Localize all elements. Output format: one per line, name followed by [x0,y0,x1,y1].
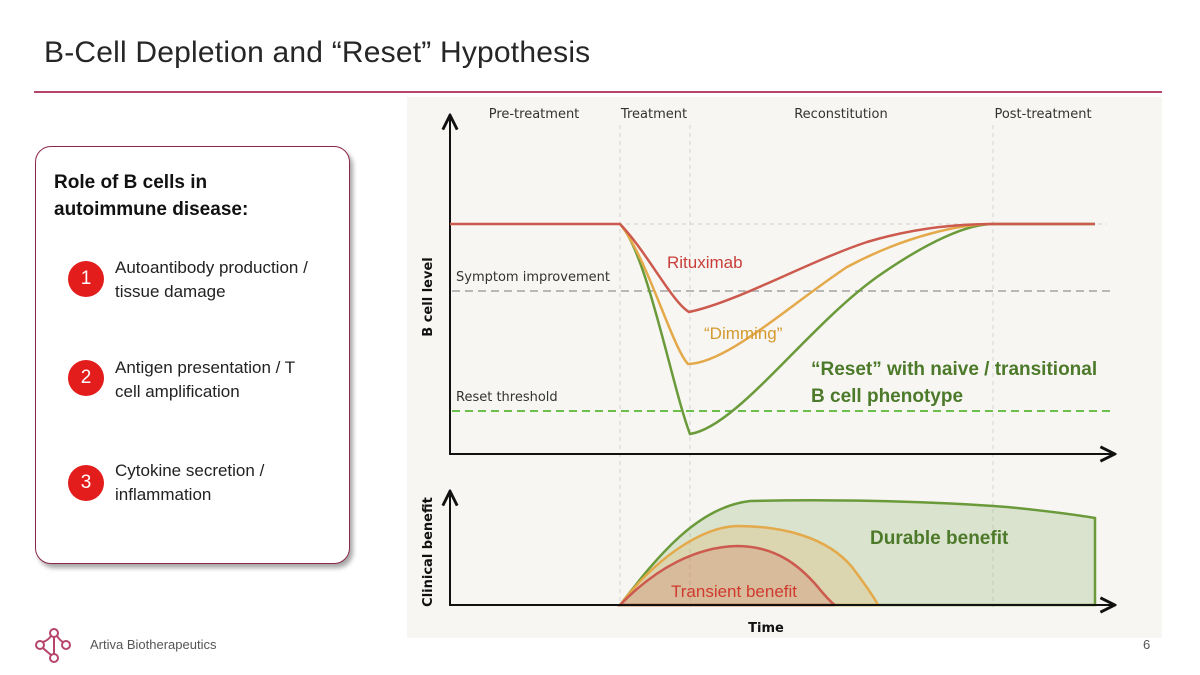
b-cell-roles-card: Role of B cells in autoimmune disease: 1… [35,146,350,564]
rituximab-curve [450,222,1095,314]
number-badge: 3 [68,465,104,501]
phase-label-reconstitution: Reconstitution [794,107,888,122]
rituximab-label: Rituximab [667,253,743,272]
reset-curve [619,222,1095,436]
symptom-improvement-label: Symptom improvement [456,270,610,285]
reset-label-line2: B cell phenotype [811,386,963,407]
transient-benefit-label: Transient benefit [671,582,797,601]
phase-label-pre-treatment: Pre-treatment [489,107,580,122]
dimming-label: “Dimming” [704,324,783,343]
intermediate-benefit-area [617,524,881,607]
card-heading: Role of B cells in autoimmune disease: [54,172,249,220]
durable-benefit-label: Durable benefit [870,528,1009,549]
diagram-canvas: Pre-treatment Treatment Reconstitution P… [421,107,1162,636]
list-item-text: Antigen presentation / T cell amplificat… [115,358,295,401]
list-item-text: Autoantibody production / tissue damage [115,258,308,301]
list-item-text: Cytokine secretion / inflammation [115,461,265,504]
x-axis-label-time: Time [748,621,784,636]
footer-company-name: Artiva Biotherapeutics [90,637,217,652]
title-divider [34,91,1162,93]
phase-label-treatment: Treatment [620,107,687,122]
page-number: 6 [1143,637,1151,652]
slide-title: B-Cell Depletion and “Reset” Hypothesis [44,36,591,69]
number-badge: 2 [68,360,104,396]
bottom-y-axis-label: Clinical benefit [421,497,436,607]
b-cell-reset-diagram: Pre-treatment Treatment Reconstitution P… [407,97,1162,638]
number-badge: 1 [68,261,104,297]
transient-benefit-area [617,544,836,607]
reset-label-line1: “Reset” with naive / transitional [811,359,1097,380]
dimming-curve [619,222,994,366]
top-y-axis-label: B cell level [421,257,436,336]
company-logo-icon [35,628,71,663]
reset-threshold-label: Reset threshold [456,390,558,405]
phase-label-post-treatment: Post-treatment [994,107,1091,122]
